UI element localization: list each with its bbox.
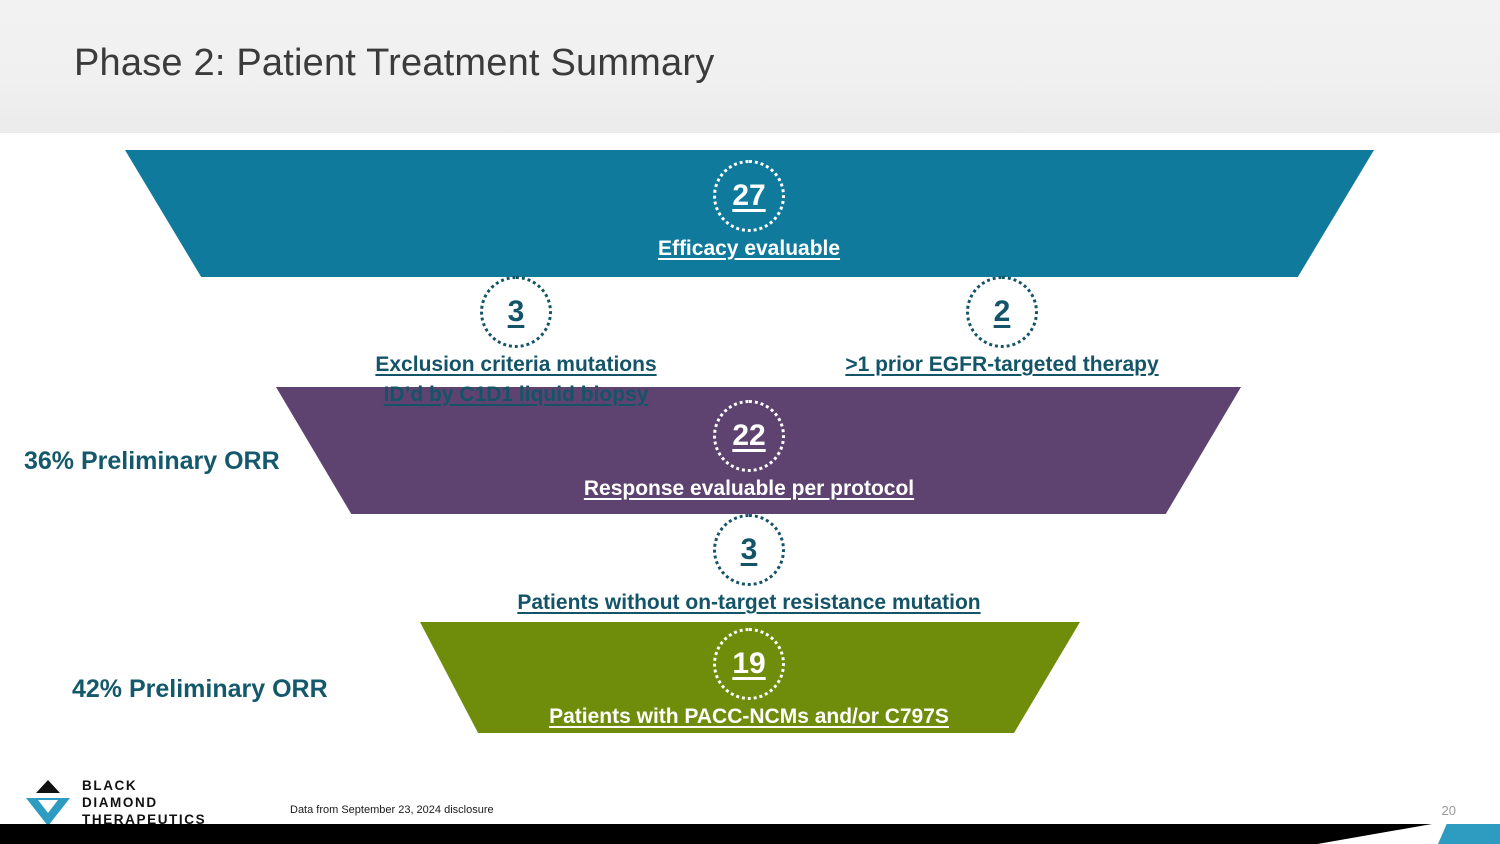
funnel-node-exclusion: 3 Exclusion criteria mutations ID’d by C… <box>316 276 716 408</box>
count-value: 22 <box>732 419 766 452</box>
node-label: Efficacy evaluable <box>657 237 841 260</box>
dotted-circle-icon: 2 <box>966 276 1038 348</box>
logo-line-3: THERAPEUTICS <box>82 812 207 827</box>
page-number: 20 <box>1441 803 1456 818</box>
funnel-node-pacc: 19 Patients with PACC-NCMs and/or C797S <box>490 628 1008 730</box>
node-label-line1: Patients without on-target resistance mu… <box>517 591 981 614</box>
footnote: Data from September 23, 2024 disclosure <box>290 804 494 816</box>
funnel-node-response: 22 Response evaluable per protocol <box>530 400 968 502</box>
bottom-black-bar <box>0 824 1432 844</box>
count-value: 2 <box>993 295 1011 328</box>
logo-line-2: DIAMOND <box>82 795 158 810</box>
node-label-line2: ID’d by C1D1 liquid biopsy <box>383 383 649 407</box>
funnel-node-prior-therapy: 2 >1 prior EGFR-targeted therapy <box>800 276 1204 378</box>
dotted-circle-icon: 19 <box>713 628 785 700</box>
orr-label-42: 42% Preliminary ORR <box>72 675 328 703</box>
header-band <box>0 0 1500 133</box>
logo-wordmark: BLACK DIAMOND THERAPEUTICS <box>82 777 206 828</box>
count-value: 27 <box>732 179 766 212</box>
dotted-circle-icon: 3 <box>713 514 785 586</box>
node-label: Patients with PACC-NCMs and/or C797S <box>549 705 949 728</box>
orr-label-36: 36% Preliminary ORR <box>24 447 280 475</box>
bottom-teal-wedge <box>1438 824 1500 844</box>
count-value: 3 <box>507 295 525 328</box>
node-label-line1: >1 prior EGFR-targeted therapy <box>845 353 1159 376</box>
funnel-node-efficacy: 27 Efficacy evaluable <box>531 160 967 262</box>
company-logo: BLACK DIAMOND THERAPEUTICS <box>22 776 272 832</box>
count-value: 3 <box>740 533 758 566</box>
node-label: Response evaluable per protocol <box>583 477 915 500</box>
dotted-circle-icon: 3 <box>480 276 552 348</box>
dotted-circle-icon: 27 <box>713 160 785 232</box>
black-diamond-logo-icon <box>26 780 70 826</box>
count-value: 19 <box>732 647 766 680</box>
dotted-circle-icon: 22 <box>713 400 785 472</box>
node-label-line1: Exclusion criteria mutations <box>375 353 657 376</box>
page-title: Phase 2: Patient Treatment Summary <box>74 42 715 84</box>
logo-line-1: BLACK <box>82 778 138 793</box>
funnel-node-non-target: 3 Patients without on-target resistance … <box>480 514 1018 616</box>
